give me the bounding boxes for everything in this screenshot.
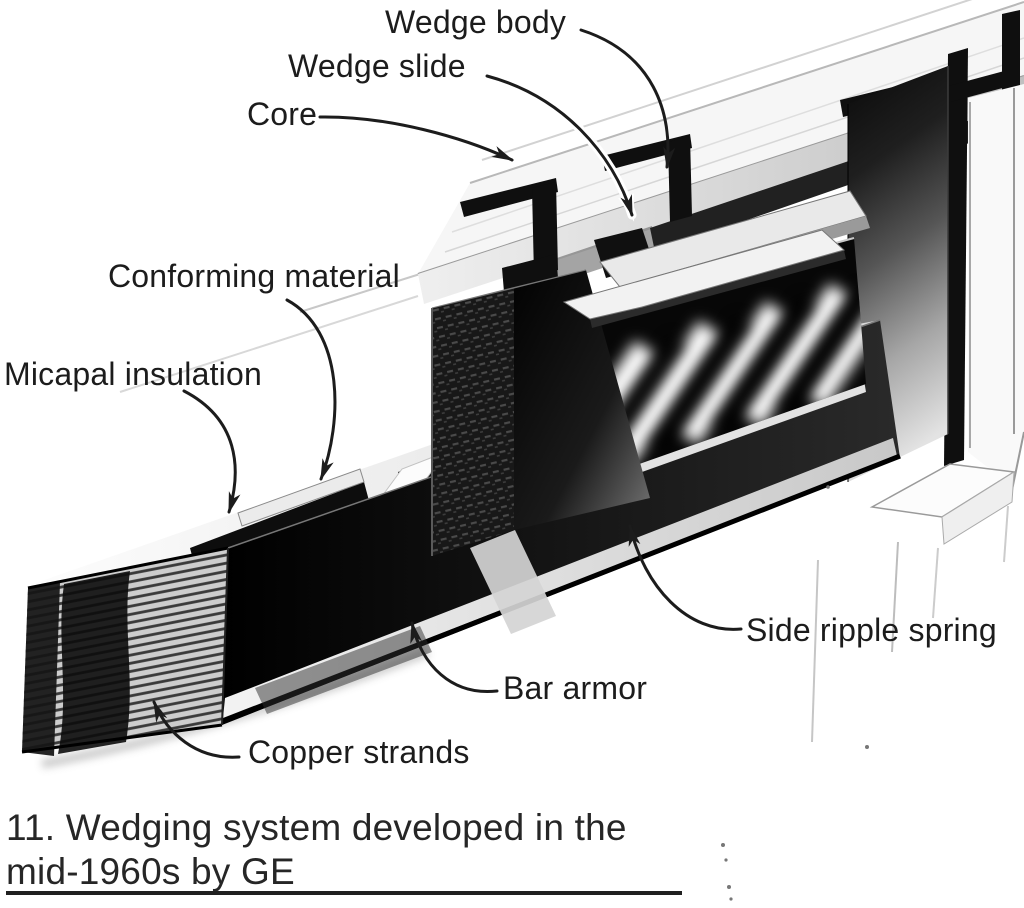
label-copper-strands: Copper strands xyxy=(248,734,470,770)
label-micapal-insulation: Micapal insulation xyxy=(4,356,262,392)
leader-arrow-bar-armor xyxy=(410,621,499,694)
label-side-ripple-spring: Side ripple spring xyxy=(746,612,997,648)
label-wedge-body: Wedge body xyxy=(385,4,567,40)
sketch-lines xyxy=(119,0,973,393)
leader-arrow-core xyxy=(318,115,514,162)
label-bar-armor: Bar armor xyxy=(503,670,648,706)
tooth-base-step xyxy=(811,463,1017,743)
caption-line-2: mid-1960s by GE xyxy=(6,850,295,892)
core-tooth-outline xyxy=(968,84,1024,491)
leader-arrow-wedge-slide xyxy=(485,74,634,217)
wedge-plates xyxy=(562,190,870,328)
label-conforming-material: Conforming material xyxy=(108,258,400,294)
upper-bar-end-block xyxy=(431,269,650,556)
leader-arrow-side-ripple-spring xyxy=(628,524,743,631)
leader-arrows xyxy=(152,28,743,759)
caption-underline xyxy=(6,891,682,895)
scan-specks xyxy=(721,485,869,901)
wedge-slide-plate xyxy=(562,229,846,320)
leader-arrow-wedge-body xyxy=(579,28,676,169)
leader-arrow-conforming-material xyxy=(285,298,337,481)
figure-caption: 11. Wedging system developed in the mid-… xyxy=(6,806,627,893)
caption-line-1: 11. Wedging system developed in the xyxy=(6,807,627,848)
label-core: Core xyxy=(247,96,318,132)
copper-strand-end-face xyxy=(21,546,229,756)
conforming-material-strip xyxy=(237,468,365,527)
label-wedge-slide: Wedge slide xyxy=(288,48,466,84)
leader-arrow-copper-strands xyxy=(152,700,241,759)
leader-arrow-micapal-insulation xyxy=(182,389,241,514)
